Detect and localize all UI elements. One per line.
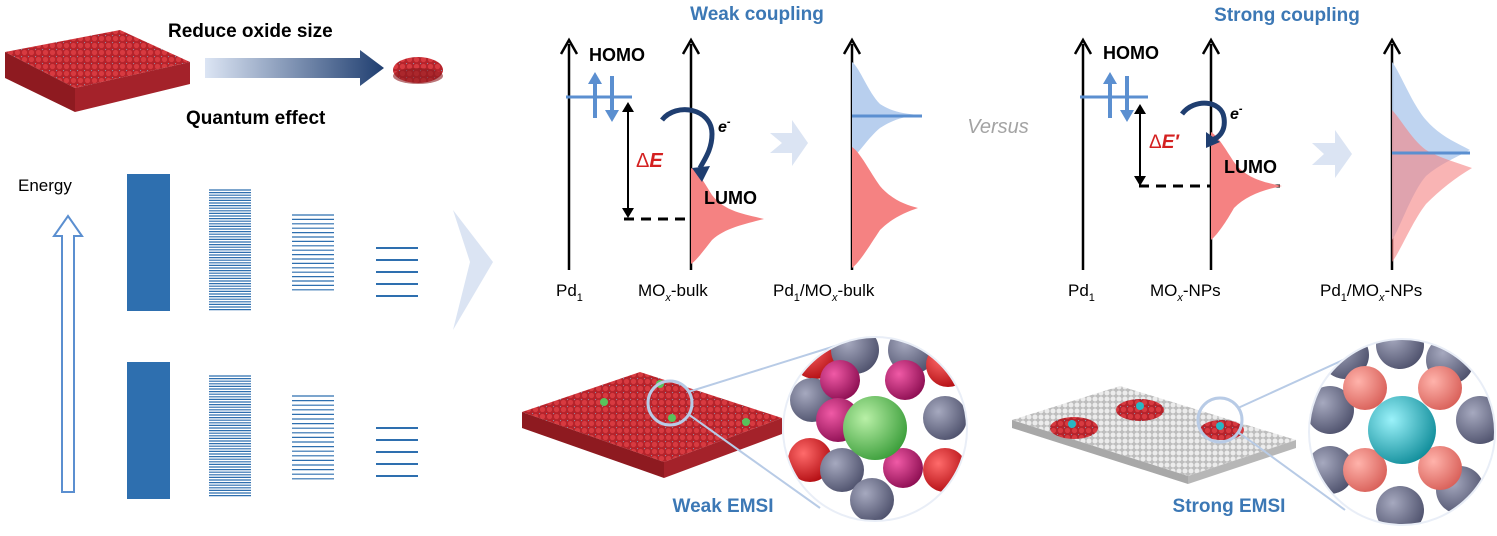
dense-levels-upper bbox=[292, 214, 334, 291]
weak-electron-label: e- bbox=[718, 116, 731, 136]
strong-zoom-ring bbox=[1196, 396, 1244, 444]
strong-homo-label: HOMO bbox=[1103, 43, 1159, 63]
conduction-band-bulk bbox=[127, 174, 170, 311]
weak-lumo-label: LUMO bbox=[704, 188, 757, 208]
weak-pd-axis-label: Pd1 bbox=[556, 281, 583, 304]
strong-electron-label: e- bbox=[1230, 103, 1243, 123]
quasi-continuous-levels-upper bbox=[209, 189, 251, 311]
reduce-arrow bbox=[205, 50, 384, 86]
weak-mox-axis-label: MOx-bulk bbox=[638, 281, 708, 304]
strong-delta-e-arrow bbox=[1134, 104, 1146, 186]
quantum-effect-label: Quantum effect bbox=[186, 108, 326, 129]
strong-combined-axis-label: Pd1/MOx-NPs bbox=[1320, 281, 1422, 304]
chevron-right-icon bbox=[453, 210, 493, 330]
weak-delta-e-label: ΔE bbox=[636, 150, 663, 172]
weak-zoom-view bbox=[783, 337, 967, 521]
weak-homo-level bbox=[566, 72, 632, 122]
quasi-continuous-levels-lower bbox=[209, 375, 251, 497]
weak-combined-lumo-distribution bbox=[852, 147, 918, 268]
energy-arrow-icon bbox=[52, 214, 84, 493]
oxide-nanoparticle bbox=[393, 57, 443, 84]
weak-lumo-distribution bbox=[691, 168, 764, 264]
strong-coupling-title: Strong coupling bbox=[1214, 5, 1360, 26]
strong-emsi-slab bbox=[1012, 386, 1296, 484]
strong-emsi-label: Strong EMSI bbox=[1173, 496, 1286, 517]
strong-electron-transfer-icon bbox=[1180, 100, 1227, 143]
discrete-levels-lower bbox=[376, 427, 418, 477]
strong-combined-lumo-distribution bbox=[1392, 110, 1472, 262]
versus-label: Versus bbox=[967, 116, 1029, 138]
discrete-levels-upper bbox=[376, 247, 418, 297]
weak-transition-arrow bbox=[770, 120, 808, 166]
strong-pd-axis-label: Pd1 bbox=[1068, 281, 1095, 304]
strong-homo-level bbox=[1080, 72, 1148, 122]
strong-lumo-label: LUMO bbox=[1224, 157, 1277, 177]
weak-coupling-title: Weak coupling bbox=[690, 4, 824, 25]
strong-zoom-view bbox=[1309, 339, 1495, 525]
weak-zoom-ring bbox=[646, 379, 694, 427]
weak-emsi-label: Weak EMSI bbox=[672, 496, 773, 517]
strong-delta-e-label: ΔE′ bbox=[1149, 132, 1180, 153]
bulk-oxide-slab bbox=[5, 30, 190, 112]
reduce-oxide-size-label: Reduce oxide size bbox=[168, 21, 333, 42]
weak-electron-transfer-icon bbox=[660, 107, 715, 170]
energy-label: Energy bbox=[18, 176, 72, 195]
weak-combined-axis-label: Pd1/MOx-bulk bbox=[773, 281, 875, 304]
strong-mox-axis-label: MOx-NPs bbox=[1150, 281, 1221, 304]
valence-band-bulk bbox=[127, 362, 170, 499]
weak-delta-e-arrow bbox=[622, 102, 634, 218]
weak-combined-homo-distribution bbox=[852, 62, 920, 158]
strong-lumo-distribution bbox=[1211, 132, 1282, 240]
weak-homo-label: HOMO bbox=[589, 45, 645, 65]
dense-levels-lower bbox=[292, 395, 334, 480]
strong-transition-arrow bbox=[1312, 130, 1352, 178]
